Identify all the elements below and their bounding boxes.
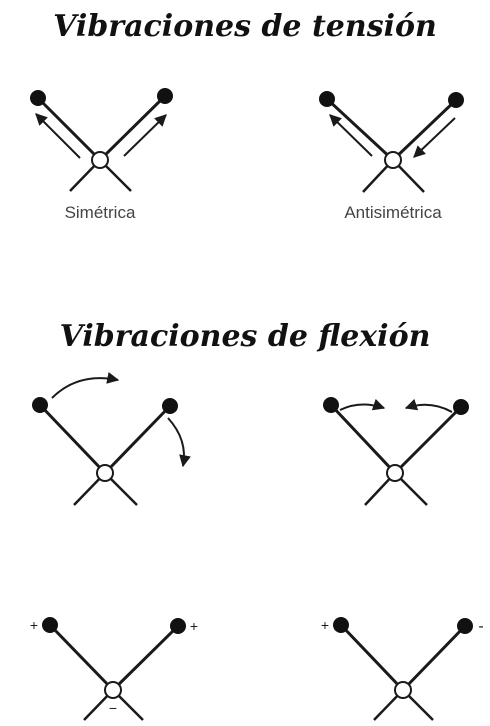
scissor-arrow-right — [404, 398, 453, 413]
atom-left — [333, 617, 349, 633]
central-atom — [384, 151, 402, 169]
stretch-arrow-outward — [329, 114, 373, 157]
antisymmetric-caption: Antisimétrica — [344, 203, 442, 222]
atom-left — [42, 617, 58, 633]
rock-arrow-upper — [51, 372, 120, 399]
atom-right — [162, 398, 178, 414]
atom-right — [157, 88, 173, 104]
atom-left — [323, 397, 339, 413]
central-atom — [386, 464, 404, 482]
bond-right — [111, 624, 180, 692]
tension-vibrations-heading: Vibraciones de tensión — [53, 9, 437, 44]
bond-left — [38, 403, 107, 475]
bond-left — [329, 403, 397, 475]
bond-right — [393, 405, 463, 475]
bond-right — [401, 624, 467, 692]
atom-right — [453, 399, 469, 415]
bending-vibrations-heading: Vibraciones de flexión — [59, 319, 431, 354]
bond-left — [339, 623, 405, 692]
rock-arrow-lower — [167, 417, 191, 468]
stretch-arrow-left — [35, 113, 81, 159]
bending-scissoring-diagram — [323, 397, 469, 506]
symmetric-stretch-diagram: Simétrica — [30, 88, 173, 222]
bond-left — [36, 96, 102, 162]
symmetric-caption: Simétrica — [65, 203, 136, 222]
bond-right — [391, 98, 458, 162]
central-atom — [104, 681, 122, 699]
antisymmetric-stretch-diagram: Antisimétrica — [319, 91, 464, 222]
bond-right — [98, 94, 167, 162]
plus-sign-left: + — [321, 617, 329, 633]
bending-wagging-diagram: + - — [321, 617, 484, 721]
atom-left — [30, 90, 46, 106]
central-atom — [394, 681, 412, 699]
atom-right — [170, 618, 186, 634]
atom-left — [319, 91, 335, 107]
scissor-arrow-left — [339, 398, 386, 411]
bending-rocking-diagram — [32, 372, 191, 506]
stretch-arrow-inward — [413, 117, 456, 158]
atom-left — [32, 397, 48, 413]
atom-right — [457, 618, 473, 634]
plus-sign-right: + — [190, 618, 198, 634]
bond-right — [103, 404, 172, 475]
bond-left — [325, 97, 395, 162]
bending-twisting-diagram: + + − — [30, 617, 198, 721]
minus-sign-right: - — [478, 618, 483, 635]
central-atom — [91, 151, 109, 169]
plus-sign-left: + — [30, 617, 38, 633]
bond-left — [48, 623, 115, 692]
atom-right — [448, 92, 464, 108]
stretch-arrow-right — [123, 114, 167, 157]
central-atom — [96, 464, 114, 482]
minus-sign-center: − — [109, 700, 117, 716]
